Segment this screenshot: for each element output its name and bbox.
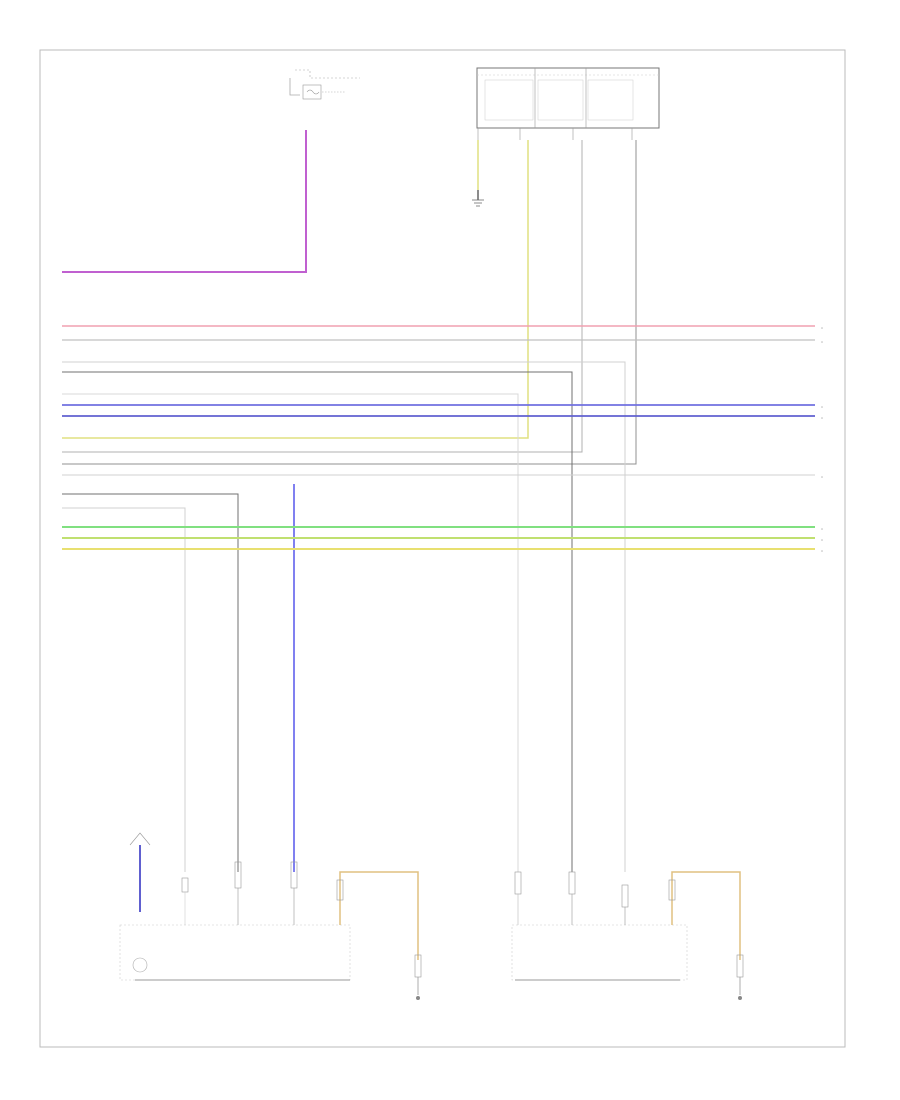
tail-lamp-module [476, 67, 660, 129]
module-pins [477, 128, 633, 140]
left-license-lamp [336, 871, 422, 1000]
diagram-border [39, 49, 846, 1048]
wire-yellow-module [62, 140, 529, 439]
wire-dark-1 [62, 371, 573, 872]
module-ground [472, 140, 484, 207]
wire-grey-module [62, 140, 583, 453]
left-tail-lamp [119, 832, 351, 981]
wire-dark-left [62, 493, 239, 872]
wire-violet [62, 130, 307, 273]
right-tail-lamp [511, 871, 688, 981]
wire-light-left [62, 507, 186, 872]
wire-light-1 [62, 361, 626, 872]
right-license-lamp [668, 871, 744, 1000]
wire-dark-module [62, 140, 637, 465]
fuse-block [289, 69, 360, 100]
wire-light-2 [62, 393, 519, 872]
right-connector-markers [821, 327, 823, 552]
